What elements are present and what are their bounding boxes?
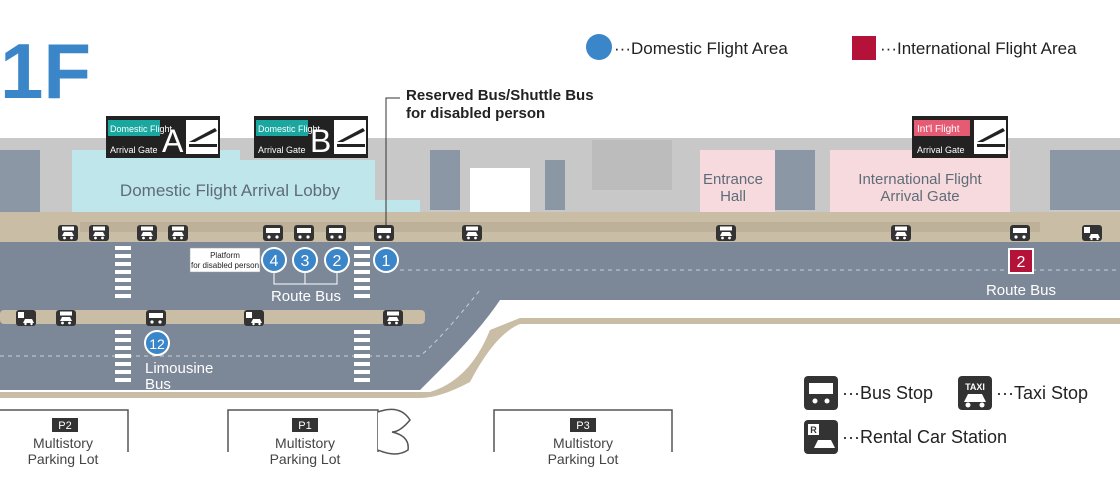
taxi-icon: TAXI (965, 382, 985, 392)
entrance-hall-label-line2: Hall (720, 188, 746, 205)
svg-text:Platform: Platform (210, 251, 240, 260)
domestic-legend-swatch (586, 34, 612, 60)
bus-stop-icon (326, 225, 346, 241)
parking-p1: P1 Multistory Parking Lot (227, 408, 411, 467)
svg-text:Domestic Flight: Domestic Flight (110, 124, 173, 134)
rental-car-icon: R (810, 425, 817, 435)
taxi-stop-icon (383, 310, 403, 326)
domestic-lobby-label: Domestic Flight Arrival Lobby (120, 181, 341, 200)
svg-text:Multistory: Multistory (275, 435, 335, 451)
taxi-stop-icon (56, 310, 76, 326)
taxi-stop-legend: TAXI ···Taxi Stop (958, 376, 1088, 410)
bus-stop-icon (146, 310, 166, 326)
intl-area-label-line2: Arrival Gate (880, 188, 959, 205)
international-legend-swatch (852, 36, 876, 60)
stop-marker-2: 2 (324, 247, 350, 273)
limousine-label-line1: Limousine (145, 360, 213, 377)
stop-marker-1: 1 (373, 247, 399, 273)
svg-text:2: 2 (333, 253, 342, 270)
svg-text:Arrival Gate: Arrival Gate (110, 145, 158, 155)
taxi-stop-icon (891, 225, 911, 241)
svg-text:Parking Lot: Parking Lot (28, 451, 99, 467)
entrance-hall-label-line1: Entrance (703, 171, 763, 188)
svg-text:Arrival Gate: Arrival Gate (258, 145, 306, 155)
reserved-bus-label-line1: Reserved Bus/Shuttle Bus (406, 87, 594, 104)
svg-text:3: 3 (301, 253, 310, 270)
svg-text:P2: P2 (58, 420, 71, 432)
taxi-stop-icon (89, 225, 109, 241)
svg-text:Multistory: Multistory (553, 435, 613, 451)
floor-label: 1F (0, 27, 91, 115)
parking-p2: P2 Multistory Parking Lot (0, 409, 129, 467)
taxi-stop-icon (462, 225, 482, 241)
svg-text:Multistory: Multistory (33, 435, 93, 451)
svg-text:···Rental Car Station: ···Rental Car Station (842, 427, 1007, 447)
taxi-stop-icon (168, 225, 188, 241)
crosswalks (115, 246, 370, 382)
svg-text:P1: P1 (298, 420, 311, 432)
bus-stop-icon (263, 225, 283, 241)
platform-disabled-label: Platform for disabled person (189, 247, 261, 273)
svg-text:Int'l Flight: Int'l Flight (917, 124, 960, 135)
svg-text:Parking Lot: Parking Lot (548, 451, 619, 467)
svg-text:2: 2 (1017, 254, 1026, 271)
stop-marker-12: 12 (144, 330, 170, 356)
bus-stop-legend: ···Bus Stop (804, 376, 933, 410)
svg-text:for disabled person: for disabled person (191, 261, 259, 270)
restroom-block (470, 168, 530, 212)
gate-a-sign: Domestic Flight Arrival Gate A (106, 116, 220, 159)
gate-b-sign: Domestic Flight Arrival Gate B (254, 116, 368, 159)
route-bus-label-left: Route Bus (271, 288, 341, 305)
rental-car-legend: R ···Rental Car Station (804, 420, 1007, 454)
intl-area-label-line1: International Flight (858, 171, 982, 188)
parking-p3: P3 Multistory Parking Lot (493, 409, 673, 467)
intl-gate-sign: Int'l Flight Arrival Gate (912, 116, 1008, 158)
svg-text:A: A (162, 123, 184, 159)
svg-text:···Bus Stop: ···Bus Stop (842, 383, 933, 403)
taxi-stop-icon (716, 225, 736, 241)
bus-stop-icon (294, 225, 314, 241)
svg-text:12: 12 (149, 336, 165, 352)
intl-stop-marker-2: 2 (1008, 248, 1034, 274)
svg-text:1: 1 (382, 253, 391, 270)
reserved-bus-pointer (385, 97, 400, 226)
taxi-stop-icon (58, 225, 78, 241)
domestic-arrival-lobby (72, 150, 420, 212)
svg-text:P3: P3 (576, 420, 589, 432)
bus-stop-icon (374, 225, 394, 241)
international-arrival-gate-area (830, 150, 1010, 212)
roadway (0, 242, 1120, 398)
svg-text:Domestic Flight: Domestic Flight (258, 124, 321, 134)
svg-text:B: B (310, 123, 331, 159)
taxi-stop-icon (137, 225, 157, 241)
median-island (0, 310, 425, 324)
entrance-hall (700, 150, 775, 212)
svg-text:Arrival Gate: Arrival Gate (917, 145, 965, 155)
reserved-bus-label-line2: for disabled person (406, 105, 545, 122)
rental-car-icon (244, 310, 264, 326)
international-legend-label: ···International Flight Area (880, 39, 1077, 58)
bus-stop-icon (1010, 225, 1030, 241)
stop-marker-3: 3 (292, 247, 318, 273)
svg-text:···Taxi Stop: ···Taxi Stop (996, 383, 1088, 403)
bus-icon (809, 383, 833, 394)
domestic-legend-label: ···Domestic Flight Area (614, 39, 788, 58)
svg-text:4: 4 (270, 253, 279, 270)
rental-car-icon (1082, 225, 1102, 241)
svg-text:Parking Lot: Parking Lot (270, 451, 341, 467)
limousine-label-line2: Bus (145, 376, 171, 393)
rental-car-icon (16, 310, 36, 326)
stop-marker-4: 4 (261, 247, 287, 273)
route-bus-label-right: Route Bus (986, 282, 1056, 299)
